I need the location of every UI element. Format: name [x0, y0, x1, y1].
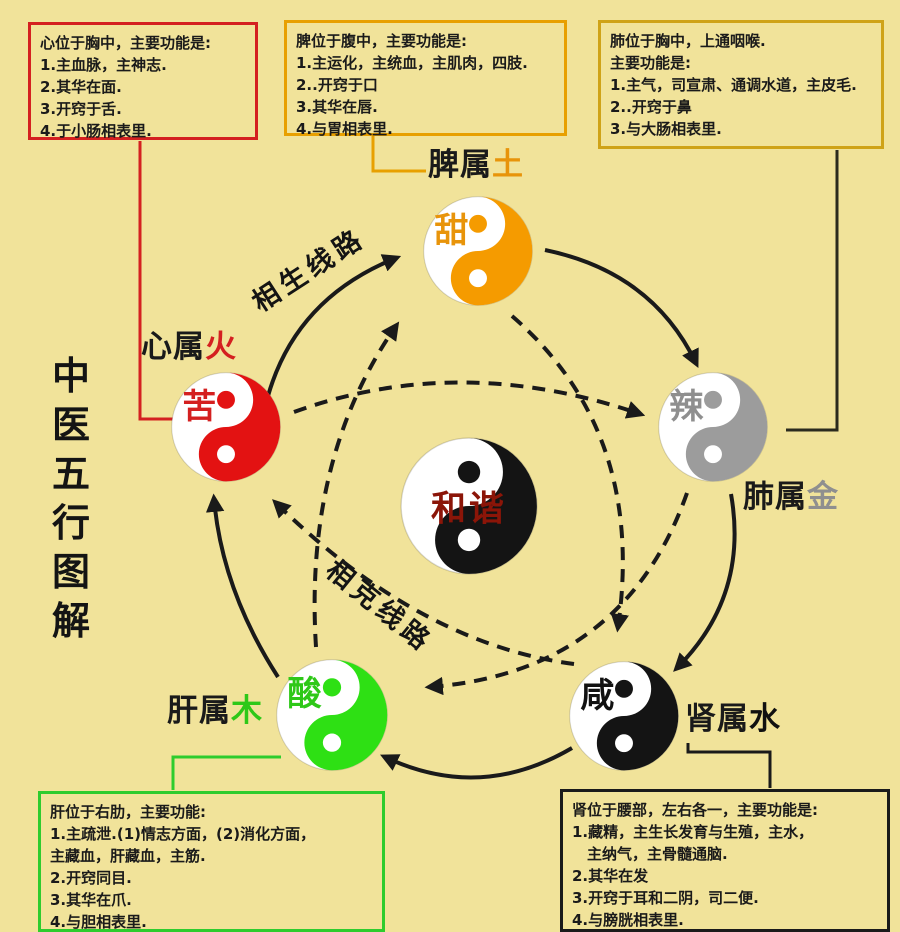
connector-spleen-box — [371, 136, 426, 173]
label-kidney-element: 水 — [749, 701, 781, 737]
connector-lung-box — [786, 150, 839, 432]
taste-sweet: 甜 — [434, 211, 469, 252]
label-spleen-organ: 脾属 — [428, 147, 492, 183]
taste-salty: 咸 — [580, 676, 615, 717]
info-box-heart: 心位于胸中，主要功能是: 1.主血脉，主神志. 2.其华在面. 3.开窍于舌. … — [28, 22, 258, 140]
info-box-kidney: 肾位于腰部，左右各一，主要功能是: 1.藏精，主生长发育与生殖，主水， 主纳气，… — [560, 789, 890, 932]
label-liver-element: 木 — [231, 693, 263, 729]
yinyang-lung-metal: 辣 — [657, 371, 769, 483]
yinyang-liver-wood: 酸 — [275, 658, 389, 772]
label-heart-organ: 心属 — [141, 329, 205, 365]
label-spleen-element: 土 — [492, 147, 524, 183]
arrow-generation-fire-to-earth — [266, 254, 402, 397]
yinyang-heart-fire: 苦 — [170, 371, 282, 483]
arrow-overcoming-earth-to-water — [510, 314, 629, 633]
arrow-overcoming-wood-to-earth — [312, 321, 400, 648]
info-box-spleen: 脾位于腹中，主要功能是: 1.主运化，主统血，主肌肉，四肢. 2..开窍于口 3… — [284, 20, 567, 138]
yinyang-spleen-earth: 甜 — [422, 195, 534, 307]
yinyang-icon — [658, 372, 768, 482]
info-box-liver-text: 肝位于右肋，主要功能: 1.主疏泄.(1)情志方面，(2)消化方面， 主藏血，肝… — [50, 803, 316, 931]
label-heart-element: 火 — [205, 329, 237, 365]
label-lung-metal: 肺属金 — [743, 482, 839, 513]
info-box-heart-text: 心位于胸中，主要功能是: 1.主血脉，主神志. 2.其华在面. 3.开窍于舌. … — [40, 34, 211, 140]
label-kidney-organ: 肾属 — [685, 701, 749, 737]
label-lung-element: 金 — [807, 479, 839, 515]
arrow-overcoming-metal-to-wood — [424, 492, 689, 696]
arrow-generation-metal-to-water — [673, 493, 737, 672]
connector-liver-box — [171, 755, 281, 790]
label-liver-organ: 肝属 — [167, 693, 231, 729]
info-box-spleen-text: 脾位于腹中，主要功能是: 1.主运化，主统血，主肌肉，四肢. 2..开窍于口 3… — [296, 32, 528, 138]
label-lung-organ: 肺属 — [743, 479, 807, 515]
label-spleen-earth: 脾属土 — [428, 150, 524, 181]
page-title: 中医五行图解 — [52, 354, 91, 643]
label-liver-wood: 肝属木 — [167, 696, 263, 727]
arrow-generation-earth-to-metal — [544, 248, 699, 368]
yinyang-icon — [400, 437, 538, 575]
connector-heart-box — [138, 141, 174, 421]
taste-spicy: 辣 — [669, 387, 704, 428]
taste-bitter: 苦 — [182, 387, 217, 428]
harmony-label: 和谐 — [430, 489, 508, 530]
yinyang-center-harmony: 和谐 — [399, 436, 539, 576]
label-kidney-water: 肾属水 — [685, 704, 781, 735]
yinyang-icon — [276, 659, 388, 771]
arrow-overcoming-fire-to-metal — [293, 380, 646, 419]
yinyang-icon — [569, 661, 679, 771]
info-box-liver: 肝位于右肋，主要功能: 1.主疏泄.(1)情志方面，(2)消化方面， 主藏血，肝… — [38, 791, 385, 932]
connector-kidney-box — [686, 743, 772, 788]
yinyang-icon — [171, 372, 281, 482]
arrow-generation-water-to-wood — [380, 746, 574, 780]
label-heart-fire: 心属火 — [141, 332, 237, 363]
arrow-overcoming-water-to-fire — [272, 499, 575, 666]
info-box-lung-text: 肺位于胸中，上通咽喉. 主要功能是: 1.主气，司宣肃、通调水道，主皮毛. 2.… — [610, 32, 857, 138]
taste-sour: 酸 — [287, 674, 322, 715]
yinyang-kidney-water: 咸 — [568, 660, 680, 772]
yinyang-icon — [423, 196, 533, 306]
info-box-kidney-text: 肾位于腰部，左右各一，主要功能是: 1.藏精，主生长发育与生殖，主水， 主纳气，… — [572, 801, 819, 929]
arrow-generation-wood-to-fire — [205, 493, 280, 679]
info-box-lung: 肺位于胸中，上通咽喉. 主要功能是: 1.主气，司宣肃、通调水道，主皮毛. 2.… — [598, 20, 884, 149]
